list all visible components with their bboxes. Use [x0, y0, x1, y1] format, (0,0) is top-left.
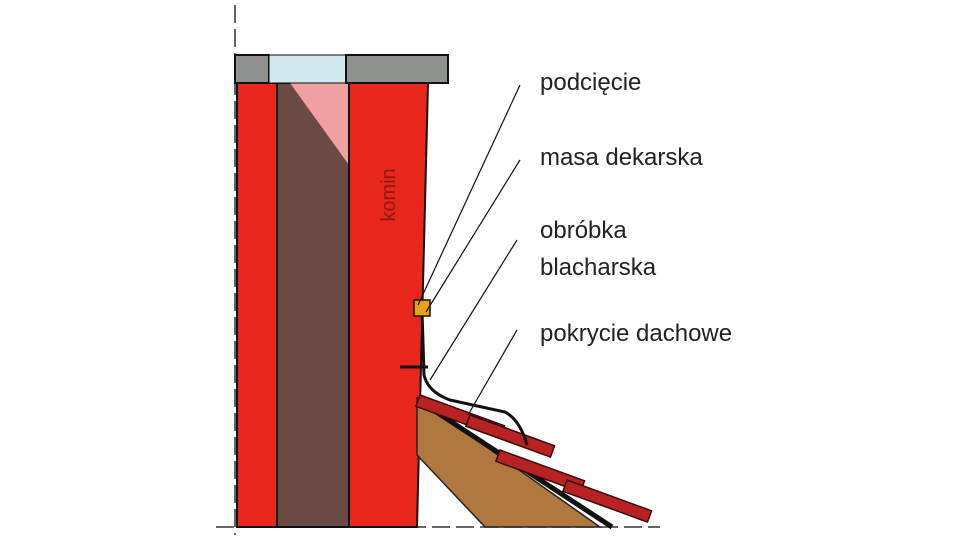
metal-flashing [420, 309, 529, 446]
komin-label: komin [378, 168, 400, 221]
leader-line-obrobka [429, 239, 518, 381]
flue-light-reflection [290, 83, 349, 165]
chimney-flue [276, 82, 350, 528]
roof-tile [561, 479, 653, 524]
sealant-block [413, 299, 431, 317]
label-masa-dekarska: masa dekarska [540, 144, 703, 171]
leader-line-pokrycie [467, 329, 518, 416]
chimney-left-wall [236, 82, 278, 528]
leader-line-podciecie [417, 84, 521, 306]
chimney-cap-right [345, 54, 449, 84]
label-podciecie: podcięcie [540, 69, 641, 96]
label-obrobka-line2: blacharska [540, 254, 657, 281]
roof-tile [464, 414, 556, 459]
roof-tiles [414, 394, 653, 524]
flue-opening [268, 54, 347, 84]
label-obrobka-line1: obróbka [540, 217, 627, 244]
label-pokrycie-dachowe: pokrycie dachowe [540, 320, 732, 347]
leader-line-masa [425, 159, 521, 313]
chimney-cap-left [234, 54, 270, 84]
